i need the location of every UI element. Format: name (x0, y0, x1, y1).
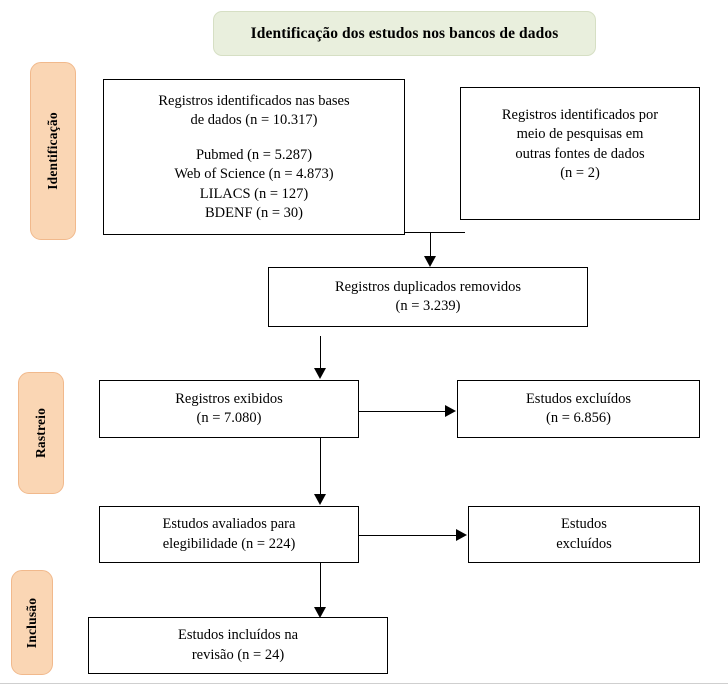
arrow-eligibility-to-included (313, 607, 326, 618)
diagram-title: Identificação dos estudos nos bancos de … (250, 24, 559, 42)
box-records-excluded-line-2: (n = 6.856) (546, 410, 611, 426)
arrow-eligibility-to-excluded (456, 529, 467, 541)
box-databases-source-web-of-science: Web of Science (n = 4.873) (174, 166, 334, 183)
stage-tab-identificacao: Identificação (30, 62, 76, 240)
connector-eligibility-to-excluded (359, 535, 457, 536)
box-duplicates-removed: Registros duplicados removidos (n = 3.23… (268, 267, 588, 327)
connector-screened-to-excluded (359, 411, 446, 412)
box-databases-line-2: de dados (n = 10.317) (190, 112, 318, 129)
stage-tab-inclusao: Inclusão (11, 570, 53, 675)
arrow-screened-to-excluded (445, 405, 456, 417)
box-other-sources-line-1: Registros identificados por (501, 107, 659, 123)
connector-eligibility-to-included (320, 563, 321, 611)
diagram-title-banner: Identificação dos estudos nos bancos de … (213, 11, 596, 56)
box-eligibility-excluded: Estudos excluídos (468, 506, 700, 563)
box-other-sources-line-2: meio de pesquisas em (516, 126, 644, 143)
box-databases-source-lilacs: LILACS (n = 127) (199, 185, 309, 202)
connector-merge-horizontal (405, 232, 465, 233)
stage-tab-rastreio-label: Rastreio (33, 407, 48, 459)
box-duplicates-removed-line-1: Registros duplicados removidos (334, 278, 522, 295)
box-included-line-2: revisão (n = 24) (191, 646, 285, 663)
box-other-sources: Registros identificados por meio de pesq… (460, 87, 700, 220)
box-eligibility-assessed-line-1: Estudos avaliados para (162, 516, 296, 533)
box-other-sources-line-4: (n = 2) (560, 165, 600, 182)
connector-screened-to-eligibility (320, 438, 321, 498)
box-databases-source-bdenf: BDENF (n = 30) (205, 205, 303, 222)
arrow-merge-to-duplicates (423, 256, 436, 267)
connector-merge-vertical (430, 232, 431, 258)
box-records-excluded-line-1: Estudos excluídos (525, 390, 632, 407)
box-included-line-1: Estudos incluídos na (177, 627, 299, 644)
box-databases-line-1: Registros identificados nas bases (158, 93, 350, 109)
stage-tab-rastreio: Rastreio (18, 372, 64, 494)
arrow-duplicates-to-screened (313, 368, 326, 379)
box-eligibility-excluded-line-2: excluídos (556, 535, 612, 552)
box-databases-source-pubmed: Pubmed (n = 5.287) (195, 146, 313, 163)
bottom-divider (0, 683, 728, 684)
stage-tab-inclusao-label: Inclusão (24, 597, 39, 648)
box-eligibility-excluded-line-1: Estudos (561, 516, 607, 533)
box-records-screened-line-2: (n = 7.080) (196, 410, 262, 426)
box-eligibility-assessed: Estudos avaliados para elegibilidade (n … (99, 506, 359, 563)
arrow-screened-to-eligibility (313, 494, 326, 505)
box-records-excluded: Estudos excluídos (n = 6.856) (457, 380, 700, 438)
box-other-sources-line-3: outras fontes de dados (515, 145, 645, 162)
box-records-screened: Registros exibidos (n = 7.080) (99, 380, 359, 438)
box-databases: Registros identificados nas bases de dad… (103, 79, 405, 235)
box-records-screened-line-1: Registros exibidos (175, 390, 283, 407)
box-included: Estudos incluídos na revisão (n = 24) (88, 617, 388, 674)
stage-tab-identificacao-label: Identificação (45, 112, 60, 190)
box-eligibility-assessed-line-2: elegibilidade (n = 224) (162, 535, 296, 552)
box-duplicates-removed-line-2: (n = 3.239) (395, 298, 461, 314)
connector-duplicates-to-screened (320, 336, 321, 370)
